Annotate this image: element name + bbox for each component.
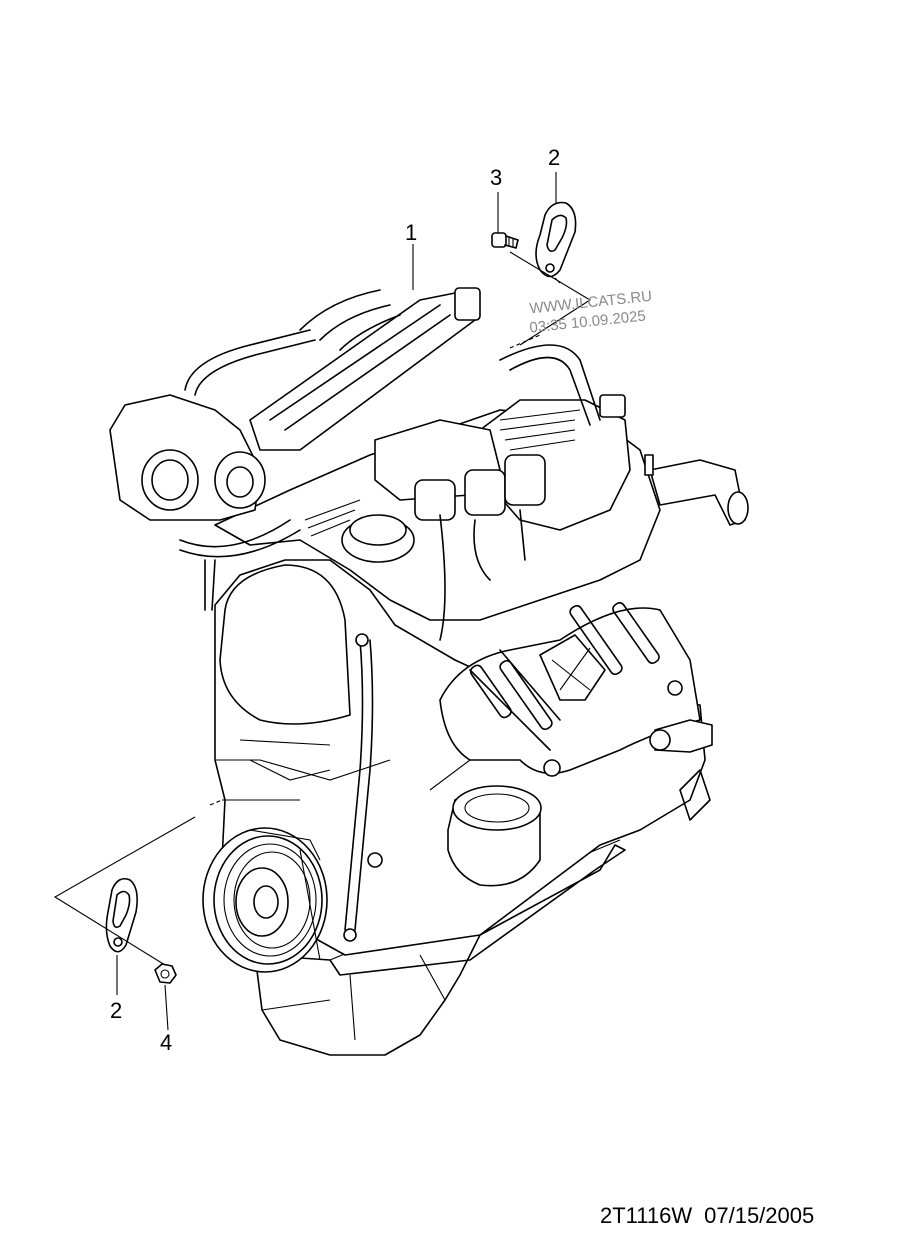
callout-2-lower: 2 (110, 998, 122, 1023)
callout-4: 4 (160, 1030, 172, 1055)
thermostat-outlet (599, 394, 749, 526)
bolt (491, 232, 519, 249)
drawing-footer: 2T1116W 07/15/2005 (600, 1203, 814, 1229)
engine-assembly-illustration (109, 287, 749, 1056)
bracket-lower (105, 877, 138, 953)
drawing-code: 2T1116W (600, 1203, 693, 1228)
oil-dipstick-tube (343, 633, 383, 942)
watermark: WWW.ILCATS.RU 03:35 10.09.2025 (529, 288, 653, 337)
nut (154, 963, 177, 984)
throttle-body (109, 394, 266, 521)
callout-2-upper: 2 (548, 145, 560, 170)
bracket-upper (535, 201, 577, 278)
oil-filler-cap (341, 514, 415, 563)
crankshaft-pulley (202, 827, 328, 973)
timing-cover (219, 564, 351, 725)
fuel-rail (249, 287, 481, 451)
leader-lines (53, 172, 592, 1031)
sensor-fitting-right (649, 719, 713, 821)
drawing-date: 07/15/2005 (704, 1203, 815, 1228)
vacuum-hoses (179, 329, 601, 611)
intake-manifold (439, 602, 701, 777)
callout-1: 1 (405, 220, 417, 245)
callout-3: 3 (490, 165, 502, 190)
ignition-coil-pack (374, 419, 546, 641)
oil-filter (447, 785, 542, 887)
